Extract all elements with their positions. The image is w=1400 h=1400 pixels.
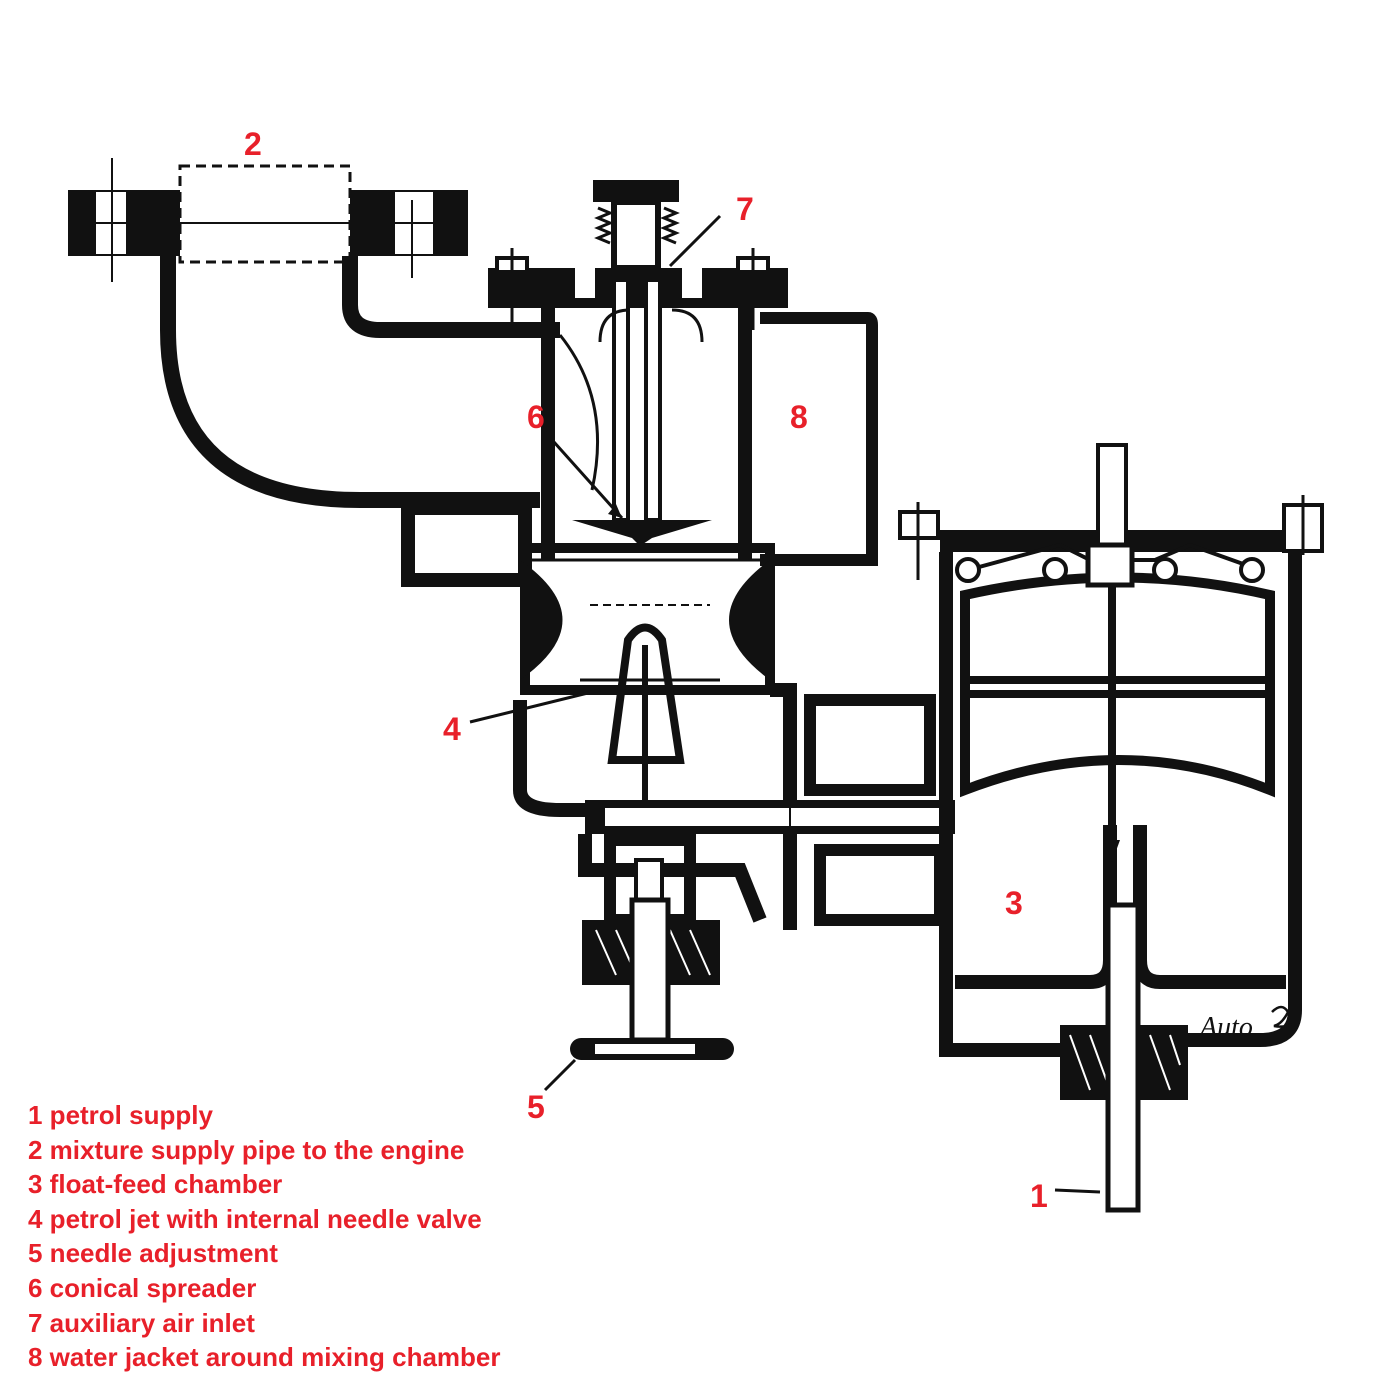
mixing-chamber <box>488 268 788 560</box>
lower-body <box>513 683 955 930</box>
callout-1: 1 <box>1030 1178 1048 1214</box>
callout-5: 5 <box>527 1089 545 1125</box>
auxiliary-air-inlet <box>593 180 722 271</box>
callout-6: 6 <box>527 399 545 435</box>
petrol-jet <box>469 623 685 810</box>
callout-3: 3 <box>1005 885 1023 921</box>
callout-7: 7 <box>736 191 754 227</box>
needle-adjustment <box>543 834 734 1092</box>
callout-2: 2 <box>244 126 262 162</box>
legend-item: 5 needle adjustment <box>28 1238 278 1269</box>
legend-item: 4 petrol jet with internal needle valve <box>28 1203 482 1234</box>
water-jacket <box>760 312 878 566</box>
legend-item: 8 water jacket around mixing chamber <box>28 1342 501 1373</box>
signature-text: Auto <box>1198 1012 1253 1043</box>
outlet-flange <box>68 158 468 282</box>
callout-4: 4 <box>443 711 461 747</box>
cap-bolts <box>495 248 770 330</box>
conical-spreader <box>543 430 712 546</box>
callout-numbers: 2 7 6 8 4 3 5 1 <box>244 126 1048 1214</box>
callout-8: 8 <box>790 399 808 435</box>
legend-item: 2 mixture supply pipe to the engine <box>28 1134 465 1165</box>
legend-item: 7 auxiliary air inlet <box>28 1307 255 1338</box>
legend-item: 1 petrol supply <box>28 1100 213 1130</box>
petrol-supply-union <box>1054 902 1188 1213</box>
float-feed-chamber <box>898 443 1324 1057</box>
legend-item: 3 float-feed chamber <box>28 1169 283 1200</box>
legend: 1 petrol supply 2 mixture supply pipe to… <box>28 1098 501 1375</box>
legend-item: 6 conical spreader <box>28 1272 257 1303</box>
artist-signature: Auto <box>1198 1005 1293 1043</box>
